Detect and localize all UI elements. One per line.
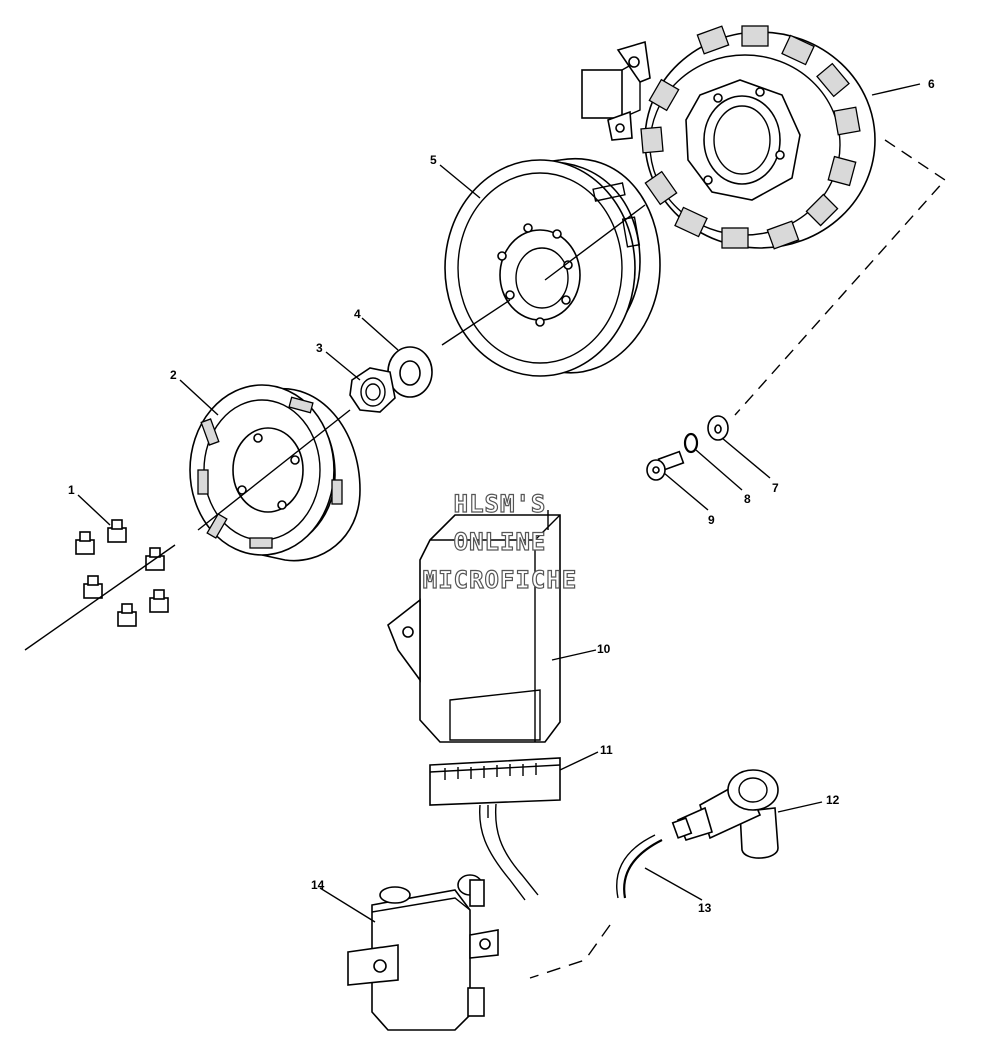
callout-4: 4 <box>354 307 361 321</box>
callout-11: 11 <box>600 743 613 757</box>
starter-cup[interactable] <box>189 384 361 562</box>
ignition-coil[interactable] <box>347 874 499 1031</box>
callout-3: 3 <box>316 341 323 355</box>
watermark-line-3: MICROFICHE <box>423 566 578 594</box>
cdi-module[interactable] <box>387 510 561 743</box>
callout-5: 5 <box>430 153 437 167</box>
callout-7: 7 <box>772 481 779 495</box>
callout-12: 12 <box>826 793 840 807</box>
callout-8: 8 <box>744 492 751 506</box>
bolts[interactable] <box>75 519 169 627</box>
callout-1: 1 <box>68 483 75 497</box>
watermark: HLSM'S ONLINE MICROFICHE <box>422 489 578 594</box>
callout-14: 14 <box>311 878 325 892</box>
washer-small[interactable] <box>707 415 729 441</box>
stator[interactable] <box>581 25 876 250</box>
callout-10: 10 <box>597 642 611 656</box>
callout-2: 2 <box>170 368 177 382</box>
washer[interactable] <box>387 346 433 398</box>
leader-lines <box>77 83 921 923</box>
callout-labels: 1 2 3 4 5 6 7 8 9 10 11 12 13 14 <box>68 77 935 915</box>
connector[interactable] <box>429 757 561 901</box>
high-tension-wire[interactable] <box>529 834 663 979</box>
watermark-line-2: ONLINE <box>454 528 547 556</box>
screw[interactable] <box>646 450 685 481</box>
watermark-line-1: HLSM'S <box>454 490 547 518</box>
spark-plug-cap[interactable] <box>671 769 779 859</box>
callout-9: 9 <box>708 513 715 527</box>
flywheel[interactable] <box>444 157 661 377</box>
lock-washer[interactable] <box>683 432 699 454</box>
callout-6: 6 <box>928 77 935 91</box>
callout-13: 13 <box>698 901 712 915</box>
nut[interactable] <box>349 367 396 413</box>
